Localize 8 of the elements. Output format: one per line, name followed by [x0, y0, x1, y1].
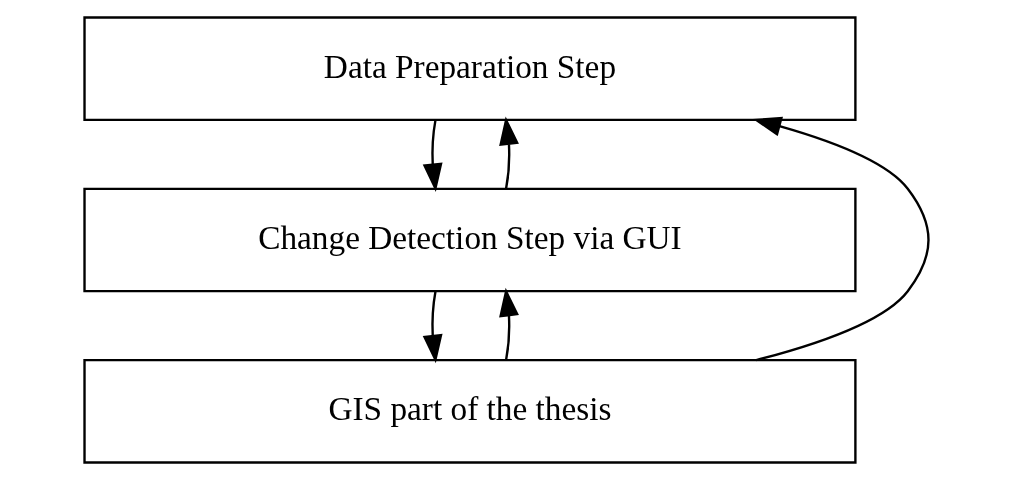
arrow: [499, 287, 519, 360]
arrow: [422, 119, 443, 192]
node-box: Data Preparation Step: [83, 16, 857, 122]
node-box: Change Detection Step via GUI: [83, 187, 857, 293]
arrow: [499, 116, 519, 189]
arrow: [752, 116, 930, 362]
node-box: GIS part of the thesis: [83, 358, 857, 464]
arrow: [422, 291, 443, 364]
